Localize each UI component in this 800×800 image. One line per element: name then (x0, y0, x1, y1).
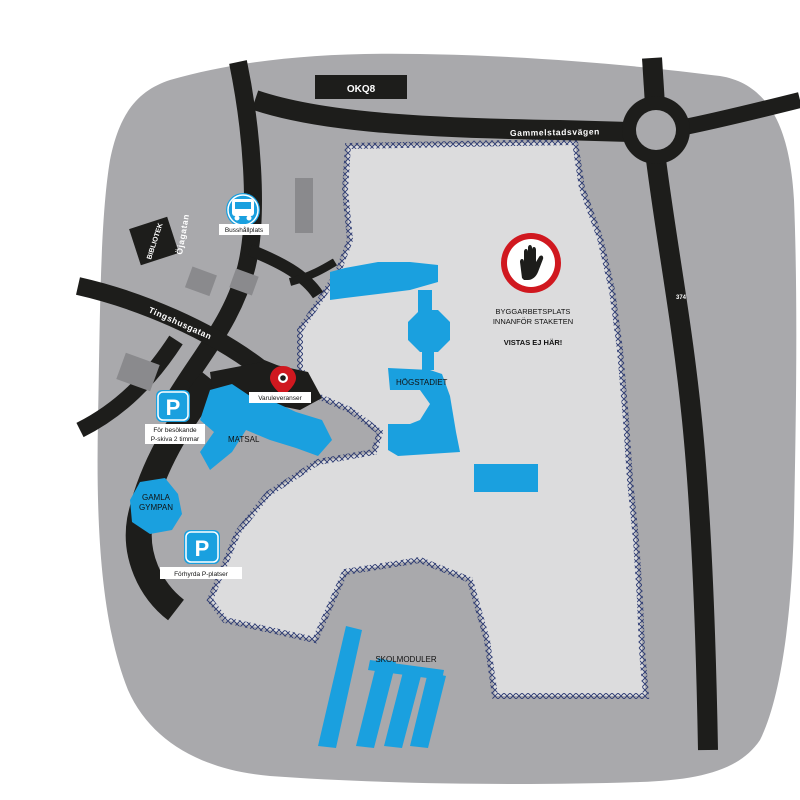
forhyrda-tag (160, 567, 242, 579)
gamla-label: GAMLA (142, 493, 171, 502)
busshallplats-tag (219, 224, 269, 235)
matsal-label: MATSAL (228, 435, 260, 444)
road-ojagatan (160, 60, 262, 415)
bus-stop-marker[interactable]: Busshållplats (219, 193, 269, 235)
road-374-south (645, 150, 718, 751)
visitor-parking-marker[interactable]: P För besökande P-skiva 2 timmar (145, 390, 205, 444)
rented-parking-marker[interactable]: P Förhyrda P-platser (160, 530, 242, 579)
varuleveranser-label: Varuleveranser (258, 395, 302, 402)
road-bus-branch (247, 244, 324, 299)
parking-icon (184, 530, 220, 564)
parking-letter: P (195, 536, 210, 561)
school-buildings (130, 262, 538, 534)
matsal-complex (200, 384, 332, 470)
north-wing (330, 262, 438, 300)
construction-fence (206, 138, 650, 699)
grey-building (116, 352, 160, 392)
octagon-hall (408, 310, 450, 352)
module-bar (410, 672, 446, 748)
hogstadiet-label: HÖGSTADIET (396, 378, 448, 387)
for-besokande-line1: För besökande (153, 427, 197, 434)
grey-building (229, 268, 259, 296)
grey-buildings (116, 178, 313, 392)
bibliotek-building (129, 216, 179, 266)
east-block (474, 464, 538, 492)
road-west-link (76, 335, 183, 438)
road-374-label: 374 (676, 295, 687, 301)
gympan-label: GYMPAN (139, 503, 173, 512)
varuleveranser-tag (249, 392, 311, 403)
gammelstadsvagen-label: Gammelstadsvägen (510, 126, 600, 138)
north-connector (418, 290, 432, 316)
byggarbetsplats-line1: BYGGARBETSPLATS (496, 307, 571, 316)
skolmoduler-label: SKOLMODULER (375, 655, 437, 664)
roundabout-island (636, 110, 676, 150)
module-bar (356, 658, 396, 748)
module-top-bar (368, 660, 444, 680)
road-bus-branch-2 (288, 258, 338, 286)
okq8-station (315, 75, 407, 99)
stop-sign: BYGGARBETSPLATS INNANFÖR STAKETEN VISTAS… (493, 233, 573, 347)
road-gammelstadsvagen (251, 90, 631, 142)
forhyrda-label: Förhyrda P-platser (174, 571, 229, 578)
module-bar (318, 626, 362, 748)
grey-building (295, 178, 313, 233)
gamla-gympan-building (130, 478, 182, 534)
varuleveranser-marker[interactable]: Varuleveranser (249, 366, 311, 403)
for-besokande-line2: P-skiva 2 timmar (151, 436, 200, 443)
road-gammelstadsvagen-east (678, 92, 800, 136)
hogstadiet-wing (388, 368, 460, 456)
central-connector (422, 350, 434, 370)
byggarbetsplats-line2: INNANFÖR STAKETEN (493, 317, 573, 326)
grey-building (184, 266, 217, 297)
skolmoduler (318, 626, 446, 748)
okq8-label: OKQ8 (347, 84, 376, 95)
parking-letter: P (166, 395, 181, 420)
module-bar (384, 668, 422, 748)
parking-icon (156, 390, 190, 422)
busshallplats-label: Busshållplats (225, 226, 264, 234)
road-tingshusgatan (76, 277, 294, 389)
for-besokande-tag (145, 424, 205, 444)
vistas-ej-har: VISTAS EJ HÄR! (504, 338, 563, 347)
